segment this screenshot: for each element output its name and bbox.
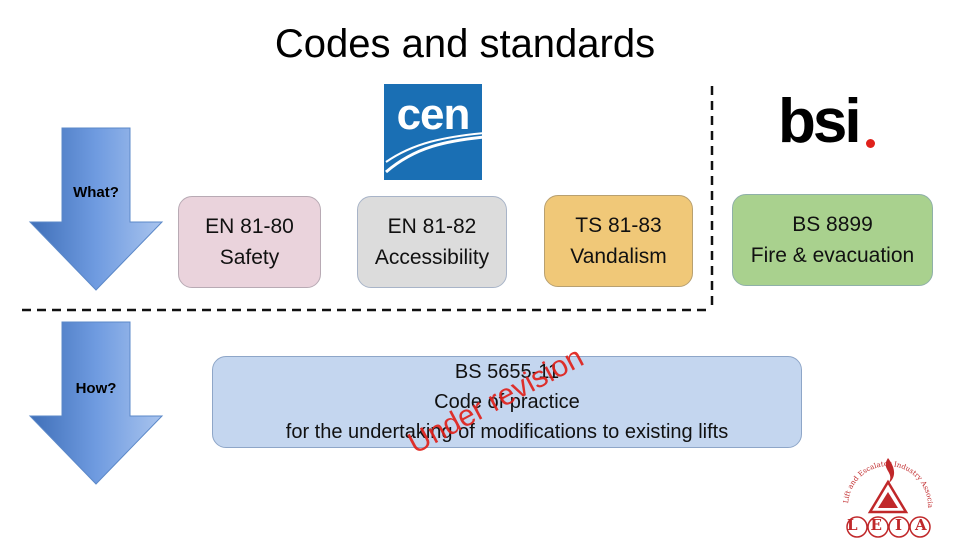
cen-swoosh-icon: [385, 132, 482, 174]
standard-topic: Safety: [219, 246, 280, 269]
standard-code: TS 81-83: [575, 214, 662, 237]
standard-code: BS 8899: [792, 213, 873, 236]
code-of-practice-box: BS 5655-11 Code of practice for the unde…: [212, 356, 802, 448]
practice-line1: Code of practice: [434, 391, 580, 413]
how-label: How?: [75, 380, 117, 397]
bsi-dot-icon: [866, 139, 875, 148]
leia-letters: LEIA: [847, 516, 940, 534]
what-label: What?: [73, 184, 119, 201]
page-title: Codes and standards: [274, 22, 656, 66]
bsi-logo: bsi: [778, 86, 862, 156]
leia-logo: Lift and Escalator Industry Association …: [834, 430, 940, 540]
standard-code: EN 81-82: [387, 215, 477, 238]
practice-code: BS 5655-11: [454, 361, 560, 383]
standard-box-bs-8899: BS 8899 Fire & evacuation: [732, 194, 933, 286]
standard-topic: Accessibility: [374, 246, 490, 269]
leia-emblem-icon: Lift and Escalator Industry Association: [834, 430, 934, 538]
cen-logo-text: cen: [396, 90, 471, 139]
standard-code: EN 81-80: [205, 215, 294, 238]
practice-line2: for the undertaking of modifications to …: [285, 421, 729, 443]
standard-topic: Vandalism: [570, 245, 667, 268]
standard-box-en-81-82: EN 81-82 Accessibility: [357, 196, 507, 288]
standard-topic: Fire & evacuation: [750, 244, 915, 267]
standard-box-en-81-80: EN 81-80 Safety: [178, 196, 321, 288]
standard-box-ts-81-83: TS 81-83 Vandalism: [544, 195, 693, 287]
bsi-logo-text: bsi: [778, 87, 862, 156]
cen-logo: cen: [384, 84, 482, 180]
down-arrow-what-icon: [28, 127, 164, 291]
down-arrow-how-icon: [28, 321, 164, 485]
